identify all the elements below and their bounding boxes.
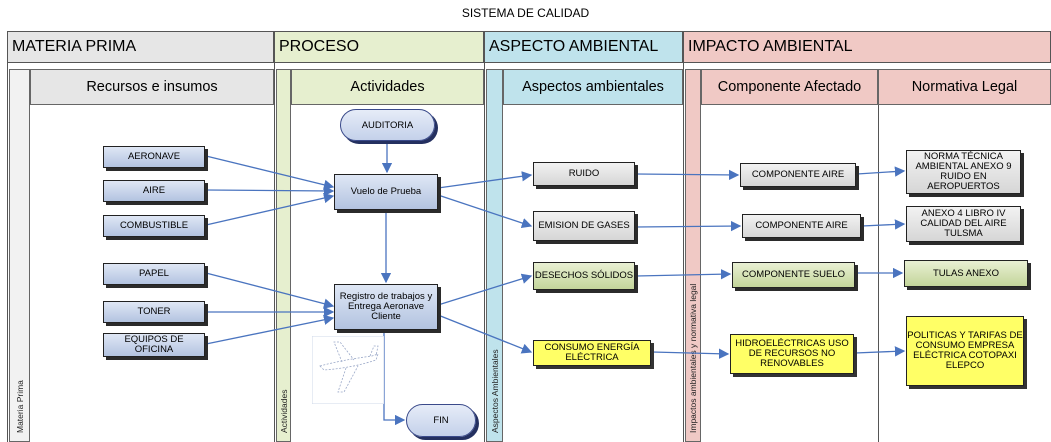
- arrow-aire-norma: [856, 166, 906, 177]
- arrow-aire-anexo4: [861, 219, 906, 230]
- arrow-registro-consumo: [437, 314, 533, 354]
- divider-aspecto-impacto: [683, 63, 684, 442]
- component-hidroelectricas: HIDROELÉCTRICAS USO DE RECURSOS NO RENOV…: [730, 334, 854, 374]
- diagram-title: SISTEMA DE CALIDAD: [461, 6, 590, 20]
- arrow-combustible-vuelo: [205, 192, 335, 226]
- col-aspectos: Aspectos ambientales: [503, 69, 683, 105]
- input-toner: TONER: [103, 301, 205, 323]
- frame-left: [7, 63, 8, 442]
- divider-componente-normativa: [878, 69, 879, 442]
- arrow-registro-desechos: [437, 273, 533, 306]
- arrow-aeronave-vuelo: [205, 155, 335, 190]
- airplane-icon: [312, 336, 384, 404]
- input-aeronave: AERONAVE: [103, 146, 205, 168]
- norm-tecnica-ruido: NORMA TÉCNICA AMBIENTAL ANEXO 9 RUIDO EN…: [906, 150, 1021, 194]
- lane-proceso: PROCESO: [274, 31, 484, 63]
- input-combustible: COMBUSTIBLE: [103, 215, 205, 237]
- norm-anexo4-tulsma: ANEXO 4 LIBRO IV CALIDAD DEL AIRE TULSMA: [906, 206, 1021, 242]
- aspect-consumo-energia: CONSUMO ENERGÍA ELÉCTRICA: [533, 340, 651, 366]
- arrow-desechos-suelo: [635, 268, 732, 280]
- process-fin: FIN: [406, 404, 476, 437]
- lane-materia-prima: MATERIA PRIMA: [7, 31, 274, 63]
- input-papel: PAPEL: [103, 263, 205, 285]
- component-suelo: COMPONENTE SUELO: [732, 262, 855, 288]
- arrow-papel-registro: [205, 272, 335, 309]
- norm-tulas-anexo: TULAS ANEXO: [904, 260, 1028, 287]
- aspect-desechos-solidos: DESECHOS SÓLIDOS: [533, 262, 635, 290]
- col-componente: Componente Afectado: [701, 69, 878, 105]
- arrow-equipos-registro: [205, 314, 335, 345]
- col-normativa: Normativa Legal: [878, 69, 1051, 105]
- arrow-consumo-hidro: [651, 348, 730, 359]
- process-vuelo-prueba: Vuelo de Prueba: [334, 174, 438, 210]
- divider-proceso-aspecto: [484, 63, 485, 442]
- input-aire: AIRE: [103, 180, 205, 202]
- col-recursos: Recursos e insumos: [30, 69, 274, 105]
- arrow-ruido-aire: [635, 169, 740, 181]
- lane-aspecto-ambiental: ASPECTO AMBIENTAL: [484, 31, 683, 63]
- divider-materia-proceso: [274, 63, 275, 442]
- aspect-ruido: RUIDO: [533, 162, 635, 186]
- process-auditoria: AUDITORIA: [340, 109, 435, 141]
- col-actividades: Actividades: [291, 69, 484, 105]
- lane-impacto-ambiental: IMPACTO AMBIENTAL: [683, 31, 1051, 63]
- arrow-registro-fin: [383, 330, 406, 426]
- process-registro-entrega: Registro de trabajos y Entrega Aeronave …: [334, 284, 438, 330]
- arrow-aire-vuelo: [205, 185, 335, 197]
- norm-politicas-tarifas: POLITICAS Y TARIFAS DE CONSUMO EMPRESA E…: [906, 316, 1024, 386]
- component-aire-2: COMPONENTE AIRE: [742, 214, 861, 238]
- aspect-emision-gases: EMISION DE GASES: [533, 211, 635, 241]
- arrow-hidro-politicas: [854, 346, 906, 357]
- arrow-vuelo-ruido: [437, 171, 533, 189]
- component-aire-1: COMPONENTE AIRE: [740, 163, 856, 187]
- input-equipos-oficina: EQUIPOS DE OFICINA: [103, 333, 205, 357]
- arrow-emision-aire: [635, 220, 742, 232]
- arrow-vuelo-emision: [437, 194, 533, 229]
